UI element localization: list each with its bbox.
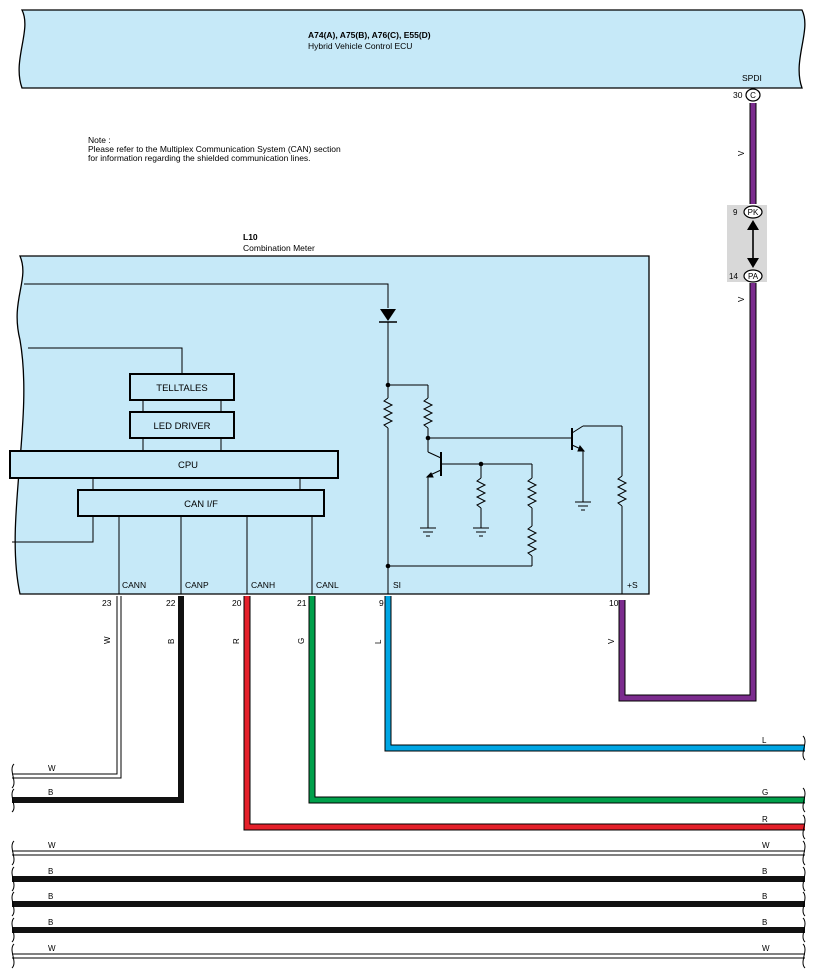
note-title: Note : (88, 135, 111, 145)
terminal-name-canl: CANL (316, 580, 339, 590)
wire-canh-red (243, 596, 805, 831)
left-break-marks (11, 763, 15, 969)
violet-wire-color-upper: V (737, 150, 746, 156)
cpu-block (9, 450, 339, 479)
wire-cann-white (12, 596, 122, 779)
left-wire-label-b4: B (48, 918, 53, 927)
right-wire-label-g: G (762, 788, 768, 797)
left-wire-label-b3: B (48, 892, 53, 901)
right-wire-label-b1: B (762, 867, 767, 876)
meter-name: Combination Meter (243, 243, 315, 253)
pin-number-canl: 21 (297, 598, 307, 608)
wire-color-canl: G (297, 638, 306, 644)
wire-color-canh: R (232, 638, 241, 644)
right-wire-label-b2: B (762, 892, 767, 901)
wire-si-blue (384, 596, 805, 752)
terminal-name-cann: CANN (122, 580, 146, 590)
left-wire-label-w2: W (48, 841, 56, 850)
left-wire-label-b1: B (48, 788, 53, 797)
meter-code: L10 (243, 232, 258, 242)
junction-pk-label: PK (748, 208, 759, 217)
wire-color-plus-s: V (607, 638, 616, 644)
wire-color-canp: B (167, 639, 176, 644)
terminal-name-si: SI (393, 580, 401, 590)
telltales-label: TELLTALES (156, 383, 207, 394)
pin-number-plus-s: 10 (609, 598, 619, 608)
left-wire-label-b2: B (48, 867, 53, 876)
led-driver-block (129, 411, 235, 439)
pin-number-canp: 22 (166, 598, 176, 608)
resistor-icon (382, 397, 628, 557)
terminal-name-plus-s: +S (627, 580, 638, 590)
terminal-name-canp: CANP (185, 580, 209, 590)
terminal-name-canh: CANH (251, 580, 275, 590)
right-wire-label-l: L (762, 736, 767, 745)
left-wire-label-w1: W (48, 764, 56, 773)
wire-color-si: L (374, 639, 383, 644)
ground-icon (420, 501, 591, 537)
wire-color-cann: W (103, 636, 112, 644)
meter-panel (14, 255, 650, 595)
ecu-pin-label: SPDI (742, 73, 762, 83)
right-wire-label-r: R (762, 815, 768, 824)
junction-pk-pin (743, 205, 763, 219)
note-line-2: for information regarding the shielded c… (88, 153, 311, 163)
wire-canl-green (308, 596, 805, 804)
junction-dots (385, 382, 484, 569)
diode-icon (379, 309, 397, 323)
ecu-connector-pin (745, 88, 761, 102)
pin-number-cann: 23 (102, 598, 112, 608)
violet-wire-color-lower: V (737, 296, 746, 302)
right-wire-label-w1: W (762, 841, 770, 850)
transistor-icon (425, 425, 586, 478)
right-wire-label-b3: B (762, 918, 767, 927)
junction-pa-pin-number: 14 (729, 272, 738, 281)
cpu-label: CPU (178, 460, 198, 471)
junction-connector (727, 205, 767, 282)
right-wire-label-w2: W (762, 944, 770, 953)
junction-pa-pin (743, 269, 763, 283)
meter-internal-lines (12, 283, 623, 594)
right-break-marks (802, 735, 806, 969)
pin-number-canh: 20 (232, 598, 242, 608)
ecu-connector-label: C (750, 91, 756, 100)
violet-wire (618, 103, 757, 702)
wire-canp-black (12, 596, 184, 803)
led-driver-label: LED DRIVER (153, 421, 210, 432)
junction-arrows-icon (747, 220, 759, 268)
can-if-label: CAN I/F (184, 499, 218, 510)
ecu-codes: A74(A), A75(B), A76(C), E55(D) (308, 30, 431, 40)
pin-number-si: 9 (379, 598, 384, 608)
telltales-block (129, 373, 235, 401)
left-wire-label-w3: W (48, 944, 56, 953)
junction-pa-label: PA (748, 272, 759, 281)
can-if-block (77, 489, 325, 517)
ecu-pin-number: 30 (733, 90, 743, 100)
junction-pk-pin-number: 9 (733, 208, 738, 217)
ecu-name: Hybrid Vehicle Control ECU (308, 41, 412, 51)
note-line-1: Please refer to the Multiplex Communicat… (88, 144, 341, 154)
ecu-panel (18, 9, 806, 89)
